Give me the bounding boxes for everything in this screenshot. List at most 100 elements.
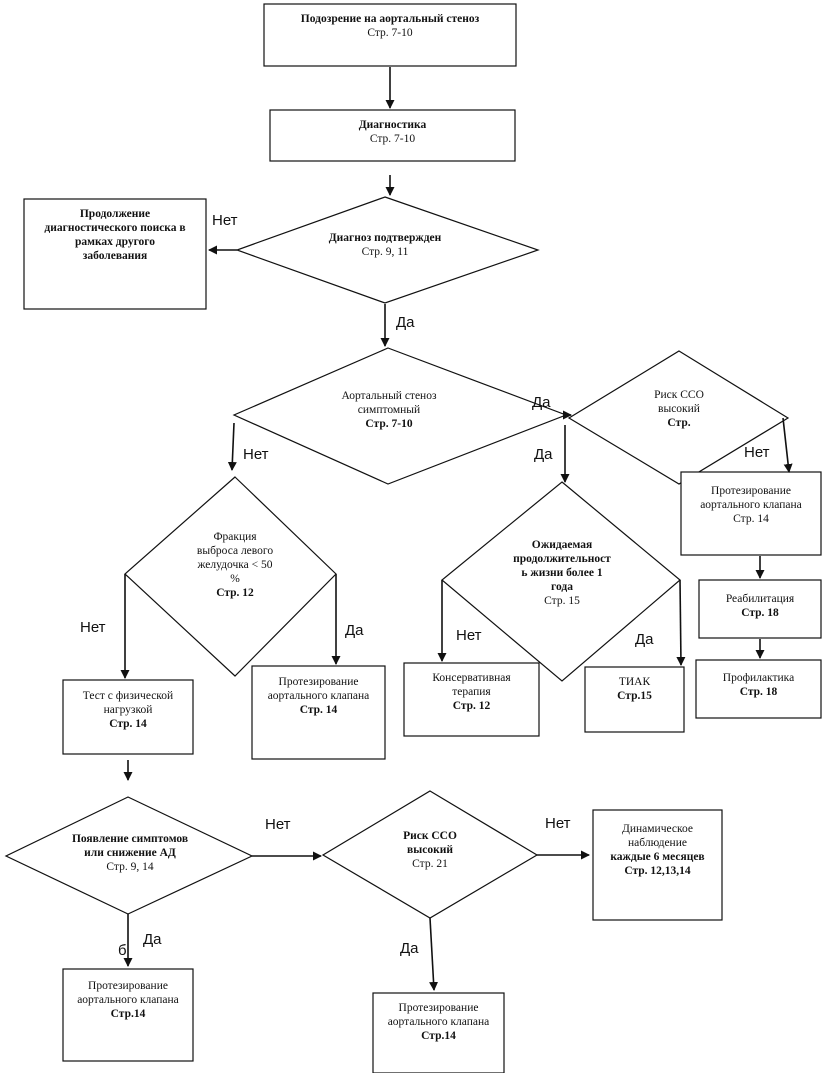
label-tiak: ТИАК Стр.15	[585, 675, 684, 703]
diamond-risk-top	[567, 350, 790, 485]
box-prosthesis-bottom-mid	[372, 992, 505, 1073]
node-line: Риск ССО	[403, 830, 457, 842]
edge-label-no-ef: Нет	[80, 619, 106, 636]
node-line: терапия	[452, 686, 491, 698]
arrow-life-yes	[676, 579, 686, 666]
edge-label-no-symptomatic: Нет	[243, 446, 269, 463]
edge-label-yes-risk-bottom: Да	[400, 940, 419, 957]
node-line: нагрузкой	[103, 704, 153, 716]
edge-label-no-continue: Нет	[212, 212, 238, 229]
edge-label-yes-symptoms: Да	[143, 931, 162, 948]
node-line: ТИАК	[618, 676, 651, 688]
node-line: аортального клапана	[700, 499, 802, 511]
box-conservative	[403, 662, 540, 737]
label-symptoms-bp: Появление симптомов или снижение АД Стр. 9…	[50, 832, 210, 874]
box-prosthesis-bottom-left	[62, 968, 194, 1062]
node-line: Стр.14	[421, 1030, 456, 1042]
node-line: Стр. 7-10	[369, 133, 416, 145]
edge-label-yes-life: Да	[635, 631, 654, 648]
box-stress-test	[62, 679, 194, 755]
edge-label-yes-symptomatic-down: Да	[534, 446, 553, 463]
node-line: заболевания	[82, 250, 148, 262]
node-line: Консервативная	[432, 672, 511, 684]
node-line: каждые 6 месяцев	[610, 851, 705, 863]
node-line: Стр. 12,13,14	[624, 865, 691, 877]
node-line: Стр. 7-10	[367, 27, 413, 39]
box-suspicion	[263, 3, 517, 67]
node-line: Появление симптомов	[71, 833, 189, 845]
node-line: Стр. 14	[109, 718, 147, 730]
node-line: Реабилитация	[725, 593, 795, 605]
node-line: Риск ССО	[654, 389, 704, 401]
node-line: %	[230, 573, 240, 585]
box-prevention	[695, 659, 822, 719]
node-line: Стр. 9, 11	[361, 246, 409, 258]
arrow-risk-bottom-yes	[429, 917, 439, 991]
node-line: Протезирование	[88, 980, 168, 992]
node-line: Стр. 14	[733, 513, 769, 525]
diamond-life-expectancy	[441, 481, 681, 682]
box-tiak	[584, 666, 685, 733]
arrow-symptomatic-no	[227, 422, 237, 471]
node-line: желудочка < 50	[197, 559, 273, 571]
node-line: Стр. 18	[739, 686, 778, 698]
edge-label-stray-char: б	[118, 942, 127, 959]
node-line: Диагностика	[358, 119, 427, 131]
edge-label-yes-symptomatic-right: Да	[532, 394, 551, 411]
box-continue-search	[23, 198, 207, 310]
node-line: Стр. 14	[299, 704, 338, 716]
node-line: года	[551, 581, 573, 593]
node-line: Стр.15	[617, 690, 652, 702]
node-line: Ожидаемая	[531, 539, 593, 551]
edge-label-no-risk-top: Нет	[744, 444, 770, 461]
edge-label-no-life: Нет	[456, 627, 482, 644]
node-line: аортального клапана	[267, 690, 370, 702]
node-line: Стр. 12	[216, 587, 254, 599]
node-line: Протезирование	[711, 485, 791, 497]
box-diagnostics	[269, 109, 516, 162]
node-line: аортального клапана	[77, 994, 179, 1006]
node-line: Продолжение	[79, 208, 151, 220]
box-dynamic-observation	[592, 809, 723, 921]
diamond-ejection-fraction	[124, 476, 337, 677]
node-line: Стр. 9, 14	[106, 861, 154, 873]
node-line: Тест с физической	[82, 690, 174, 702]
node-line: аортального клапана	[387, 1016, 490, 1028]
node-line: Стр. 15	[544, 595, 580, 607]
node-line: продолжительност	[513, 553, 611, 565]
node-line: Стр. 12	[452, 700, 491, 712]
node-line: Аортальный стеноз	[341, 390, 437, 402]
node-line: диагностического поиска в	[44, 222, 186, 234]
edge-label-yes-confirmed: Да	[396, 314, 415, 331]
node-line: рамках другого	[75, 236, 155, 248]
node-line: Стр. 18	[741, 607, 779, 619]
edge-label-yes-ef: Да	[345, 622, 364, 639]
node-line: симптомный	[357, 404, 421, 416]
node-line: Подозрение на аортальный стеноз	[300, 13, 480, 25]
node-line: Стр.14	[110, 1008, 146, 1020]
node-line: или снижение АД	[84, 847, 176, 859]
box-prosthesis-top	[680, 471, 822, 556]
label-continue-search: Продолжение диагностического поиска в рамк…	[30, 207, 200, 263]
node-line: Стр. 7-10	[365, 418, 413, 430]
node-line: Стр. 21	[412, 858, 448, 870]
node-line: высокий	[407, 844, 453, 856]
node-line: Стр.	[667, 417, 691, 429]
node-line: Фракция	[213, 531, 257, 543]
